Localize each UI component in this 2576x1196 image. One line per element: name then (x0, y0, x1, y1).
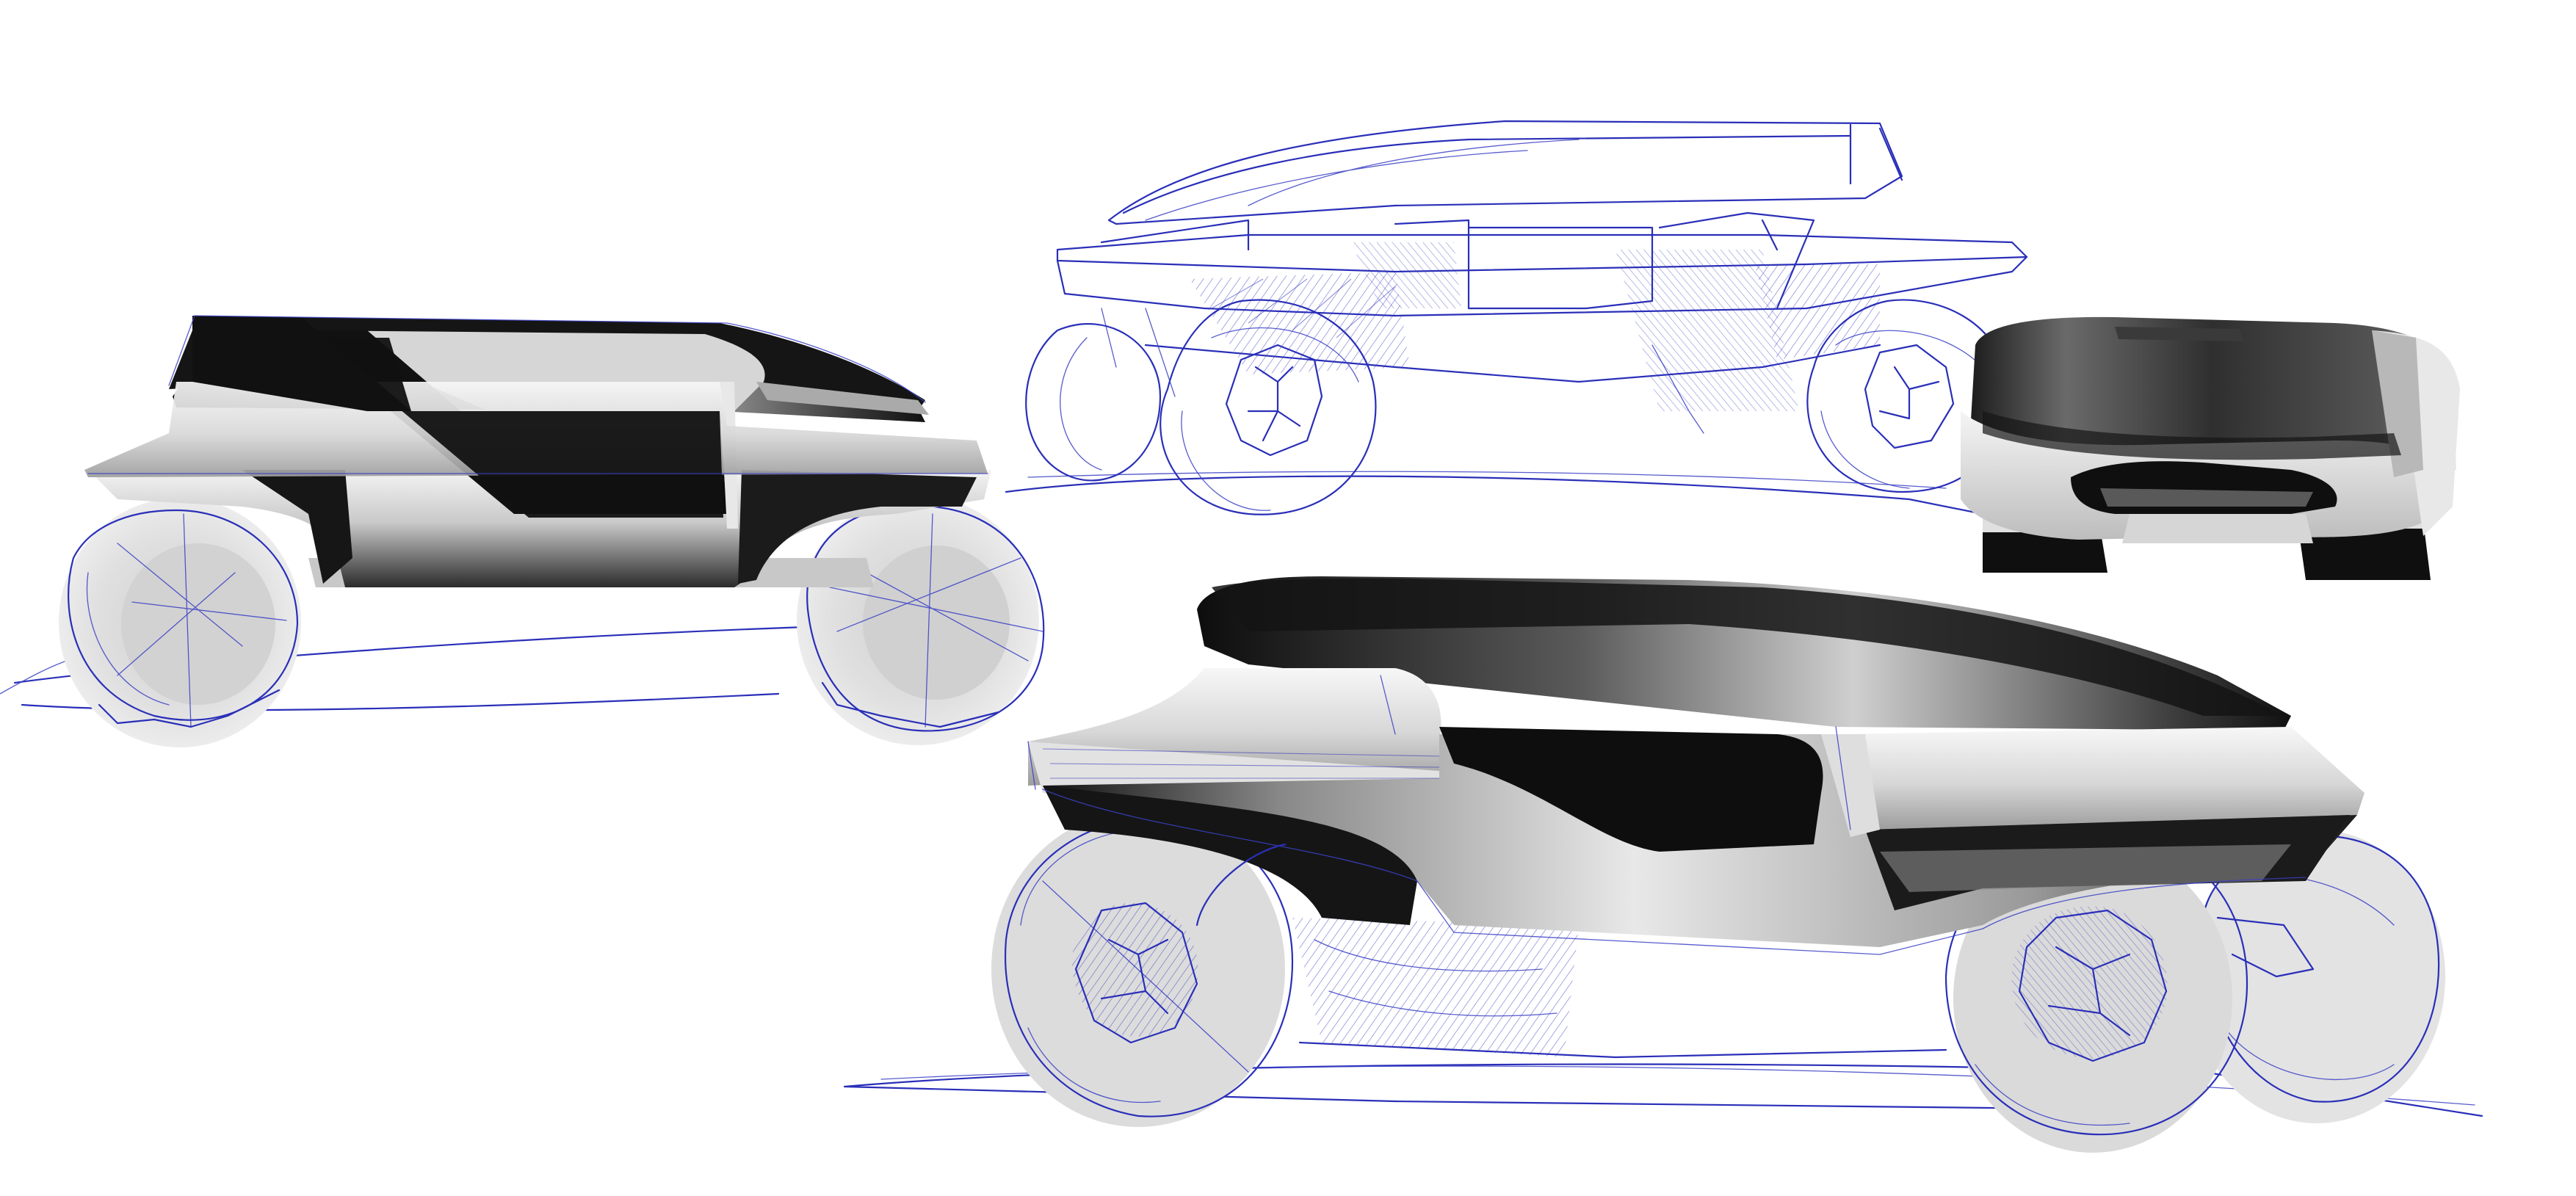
front-wheel (797, 496, 1045, 745)
front-view-render (1961, 316, 2460, 580)
rear-wheel (59, 498, 301, 747)
perspective-line-sketch (1005, 120, 2028, 515)
render-front-wheel (1944, 836, 2248, 1153)
side-view-render (0, 315, 1045, 747)
render-rear-wheel (991, 811, 1294, 1127)
sketch-front-left-wheel (1159, 299, 1377, 515)
perspective-render (843, 576, 2483, 1153)
